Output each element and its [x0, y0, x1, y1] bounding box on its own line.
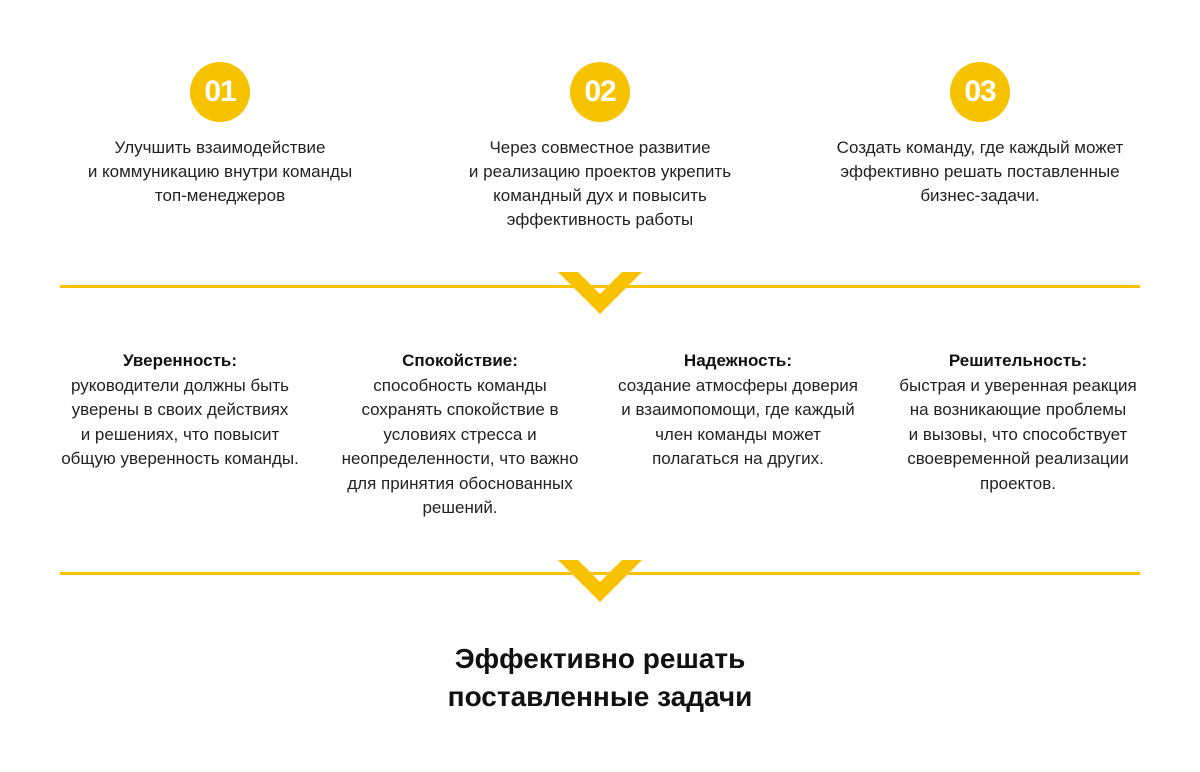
- goal-item-1: 01 Улучшить взаимодействие и коммуникаци…: [70, 62, 370, 208]
- quality-item-reliability: Надежность: создание атмосферы доверия и…: [608, 349, 868, 472]
- goal-item-2: 02 Через совместное развитие и реализаци…: [450, 62, 750, 232]
- result-title: Эффективно решать поставленные задачи: [447, 643, 753, 712]
- quality-item-calmness: Спокойствие: способность команды сохраня…: [330, 349, 590, 521]
- quality-title: Решительность:: [948, 351, 1088, 370]
- chevron-down-icon: [558, 560, 642, 602]
- quality-description: способность команды сохранять спокойстви…: [341, 375, 579, 518]
- goal-text: Создать команду, где каждый может эффект…: [836, 138, 1124, 205]
- quality-title: Уверенность:: [122, 351, 238, 370]
- quality-description: руководители должны быть уверены в своих…: [61, 375, 299, 469]
- divider-line-1: [60, 285, 1140, 288]
- goal-text: Через совместное развитие и реализацию п…: [468, 138, 732, 229]
- quality-item-decisiveness: Решительность: быстрая и уверенная реакц…: [888, 349, 1148, 496]
- quality-description: быстрая и уверенная реакция на возникающ…: [899, 375, 1137, 493]
- divider-line-2: [60, 572, 1140, 575]
- quality-title: Спокойствие:: [402, 351, 518, 370]
- chevron-down-icon: [558, 272, 642, 314]
- goal-text: Улучшить взаимодействие и коммуникацию в…: [87, 138, 353, 205]
- goal-number-badge: 02: [570, 62, 630, 122]
- quality-description: создание атмосферы доверия и взаимопомощ…: [618, 375, 858, 469]
- goal-item-3: 03 Создать команду, где каждый может эфф…: [830, 62, 1130, 208]
- goal-number-badge: 03: [950, 62, 1010, 122]
- quality-title: Надежность:: [683, 351, 793, 370]
- goal-number-badge: 01: [190, 62, 250, 122]
- quality-item-confidence: Уверенность: руководители должны быть ув…: [50, 349, 310, 472]
